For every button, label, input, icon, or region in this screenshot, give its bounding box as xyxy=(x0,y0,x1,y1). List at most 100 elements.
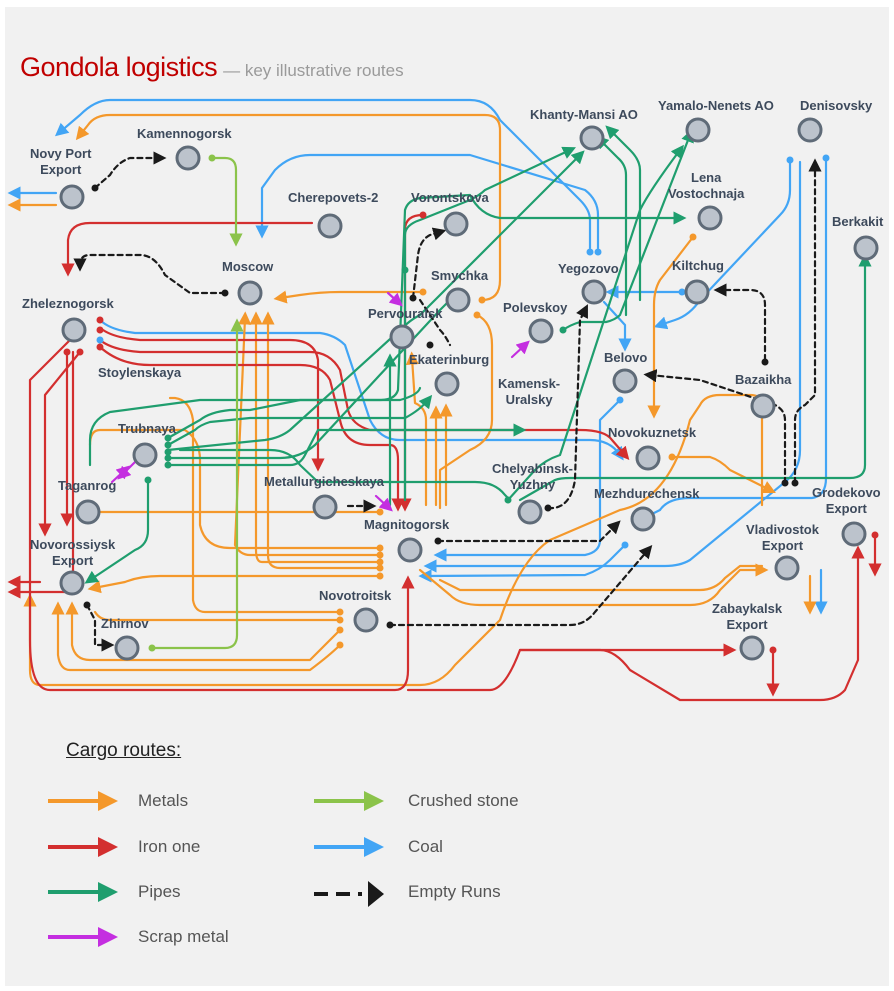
legend-label-iron: Iron one xyxy=(138,837,201,856)
route-empty-11 xyxy=(713,283,767,362)
route-metals-10 xyxy=(249,311,382,564)
route-empty-12 xyxy=(793,158,822,485)
station-grodekovo xyxy=(841,521,867,547)
route-scrap-2 xyxy=(510,340,530,359)
station-mezhdurechensk xyxy=(630,506,656,532)
station-bazaikha xyxy=(750,393,776,419)
empty-run-routes xyxy=(73,151,822,652)
label-zheleznogorsk: Zheleznogorsk xyxy=(22,296,114,311)
scrap-routes xyxy=(110,291,530,512)
label-chelyabinsk: Chelyabinsk-Yuzhny xyxy=(492,461,573,492)
route-pipes-6 xyxy=(166,423,527,467)
route-stone-1 xyxy=(210,156,243,247)
route-empty-6 xyxy=(436,520,621,543)
station-kiltchug xyxy=(684,279,710,305)
label-bazaikha: Bazaikha xyxy=(735,372,792,387)
diagram-title: Gondola logistics— key illustrative rout… xyxy=(20,52,404,83)
station-kamennogorsk xyxy=(175,145,201,171)
label-berkakit: Berkakit xyxy=(832,214,884,229)
route-scrap-4 xyxy=(117,460,137,480)
crushed-stone-routes xyxy=(150,156,244,650)
stations xyxy=(59,117,879,661)
station-metallurg xyxy=(312,494,338,520)
title-main: Gondola logistics xyxy=(20,52,218,82)
route-metals-15 xyxy=(93,610,342,622)
route-empty-2 xyxy=(73,253,227,295)
station-novokuznetsk xyxy=(635,445,661,471)
route-metals-9 xyxy=(233,311,382,557)
station-yamalo-nenets xyxy=(685,117,711,143)
label-trubnaya: Trubnaya xyxy=(118,421,176,436)
station-vladivostok xyxy=(774,555,800,581)
label-cherepovets: Cherepovets-2 xyxy=(288,190,379,205)
route-pipes-4 xyxy=(166,394,433,447)
label-kiltchug: Kiltchug xyxy=(672,258,724,273)
route-metals-22 xyxy=(438,564,764,592)
route-pipes-5 xyxy=(166,386,422,440)
route-pipes-15 xyxy=(84,478,150,584)
route-empty-3 xyxy=(411,227,447,300)
station-taganrog xyxy=(75,499,101,525)
station-chelyabinsk xyxy=(517,499,543,525)
label-denisovsky: Denisovsky xyxy=(800,98,873,113)
legend-label-stone: Crushed stone xyxy=(408,791,519,810)
label-ekaterinburg: Ekaterinburg xyxy=(409,352,490,367)
legend-swatch-empty xyxy=(314,881,384,907)
route-scrap-5 xyxy=(374,494,393,512)
route-pipes-11 xyxy=(595,135,628,317)
route-scrap-1 xyxy=(386,291,403,307)
route-empty-4 xyxy=(418,298,452,347)
route-metals-18 xyxy=(23,393,764,687)
legend-swatch-pipes xyxy=(48,882,118,902)
legend-label-metals: Metals xyxy=(138,791,189,810)
route-empty-9 xyxy=(85,603,115,652)
label-khanty-mansi: Khanty-Mansi AO xyxy=(530,107,638,122)
label-yegozovo: Yegozovo xyxy=(558,261,619,276)
route-coal-10 xyxy=(418,543,627,583)
route-coal-6 xyxy=(602,300,632,352)
route-empty-8 xyxy=(388,544,653,627)
label-moscow: Moscow xyxy=(222,259,274,274)
label-pervouralsk: Pervouralsk xyxy=(368,306,443,321)
iron-ore-routes xyxy=(7,213,882,702)
route-pipes-13 xyxy=(506,144,684,502)
route-iron-12 xyxy=(518,545,865,702)
station-magnitogorsk xyxy=(397,537,423,563)
legend-swatch-stone xyxy=(314,791,384,811)
station-trubnaya xyxy=(132,442,158,468)
route-pipes-1 xyxy=(166,150,585,452)
route-iron-8 xyxy=(38,350,82,537)
route-metals-21 xyxy=(418,563,769,607)
route-metals-16 xyxy=(65,601,342,662)
route-metals-11 xyxy=(261,311,382,570)
legend-title: Cargo routes: xyxy=(66,740,182,761)
label-stoylenskaya: Stoylenskaya xyxy=(98,365,182,380)
station-cherepovets xyxy=(317,213,343,239)
legend-swatch-metals xyxy=(48,791,118,811)
route-metals-13 xyxy=(87,574,382,594)
label-mezhdurechensk: Mezhdurechensk xyxy=(594,486,700,501)
station-novy-port xyxy=(59,184,85,210)
legend-swatches xyxy=(48,791,384,947)
label-kamensk: Kamensk-Uralsky xyxy=(498,376,561,407)
legend-swatch-iron xyxy=(48,837,118,857)
route-iron-11 xyxy=(406,643,737,692)
metals-routes xyxy=(7,113,817,687)
route-coal-1 xyxy=(54,98,592,250)
label-metallurg: Metallurgicheskaya xyxy=(264,474,384,489)
station-moscow xyxy=(237,280,263,306)
route-metals-14 xyxy=(168,396,342,614)
coal-routes xyxy=(7,98,828,615)
route-coal-2 xyxy=(255,153,600,250)
route-pipes-10 xyxy=(561,128,694,332)
route-pipes-12 xyxy=(605,125,642,302)
route-metals-20 xyxy=(647,235,695,419)
pipes-routes xyxy=(84,125,872,584)
label-magnitogorsk: Magnitogorsk xyxy=(364,517,450,532)
station-novotroitsk xyxy=(353,607,379,633)
route-empty-5 xyxy=(546,304,588,510)
station-zabaykalsk xyxy=(739,635,765,661)
